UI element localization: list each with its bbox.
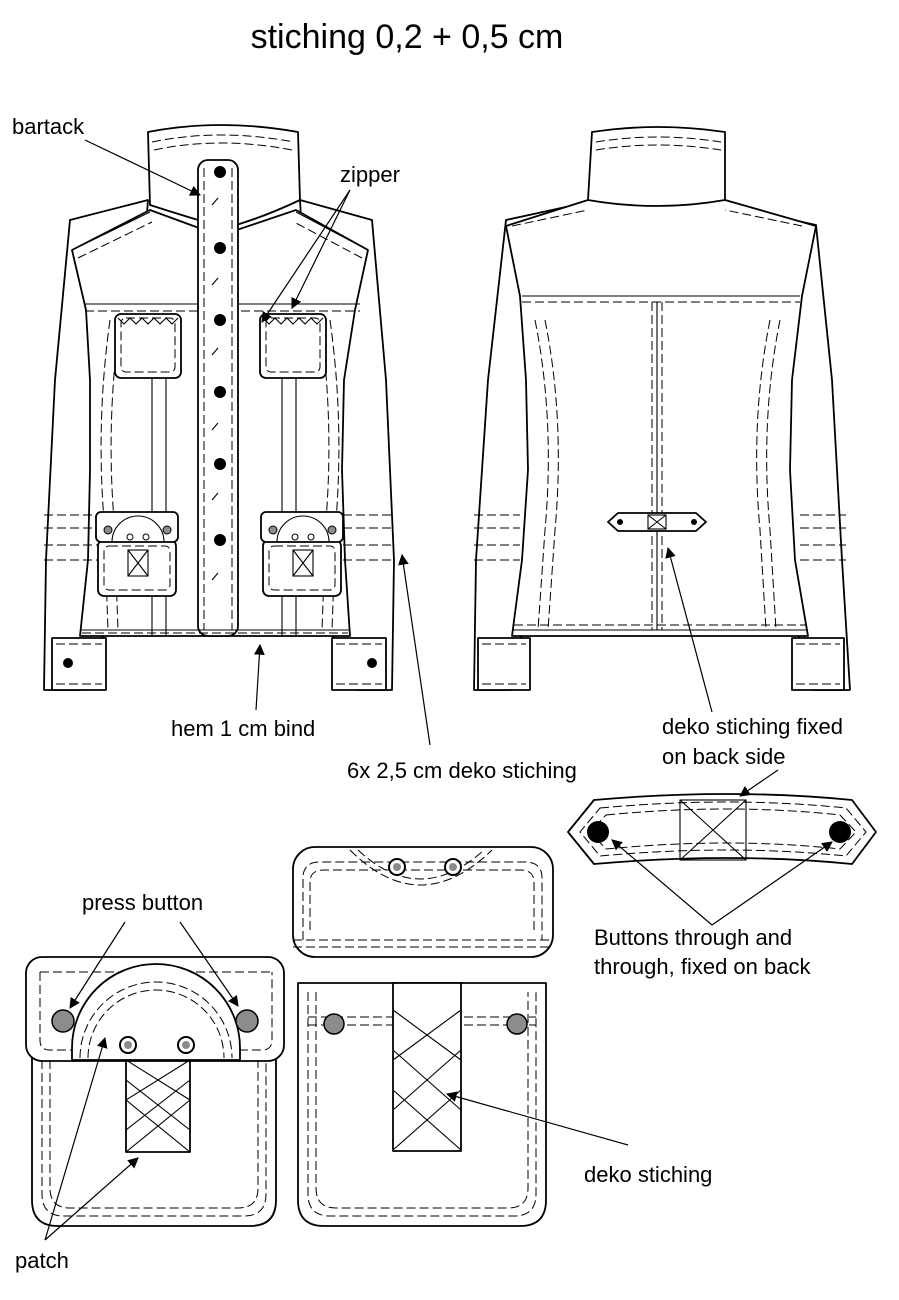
belt-tab-detail [567,793,877,865]
front-left-lower-pocket [95,511,179,597]
large-pocket-detail [25,956,285,1227]
front-right-lower-pocket [260,511,344,597]
front-left-chest-pocket [114,313,182,379]
label-buttons-2: through, fixed on back [594,954,811,979]
label-deko-stiching: deko stiching [584,1162,712,1187]
back-jacket-view [473,126,851,691]
label-buttons-1: Buttons through and [594,925,792,950]
front-right-chest-pocket [259,313,327,379]
label-deko-6x: 6x 2,5 cm deko stiching [347,758,577,783]
front-right-cuff [331,637,387,691]
back-body [505,199,817,637]
label-zipper: zipper [340,162,400,187]
pocket-flap-detail [292,846,554,958]
front-jacket-view [43,124,395,691]
label-bartack: bartack [12,114,85,139]
label-deko-fixed-2: on back side [662,744,786,769]
label-press-button: press button [82,890,203,915]
back-collar [587,126,726,207]
pocket-bag-detail [297,982,547,1227]
callout-arrows [44,139,833,1241]
press-button-left-icon [51,1009,75,1033]
press-button-right-icon [235,1009,259,1033]
label-patch: patch [15,1248,69,1273]
belt-button-right-icon [829,821,851,843]
front-placket [197,159,239,637]
front-left-cuff [51,637,107,691]
belt-button-left-icon [587,821,609,843]
label-hem: hem 1 cm bind [171,716,315,741]
label-deko-fixed-1: deko stiching fixed [662,714,843,739]
page-title: stiching 0,2 + 0,5 cm [251,18,564,56]
